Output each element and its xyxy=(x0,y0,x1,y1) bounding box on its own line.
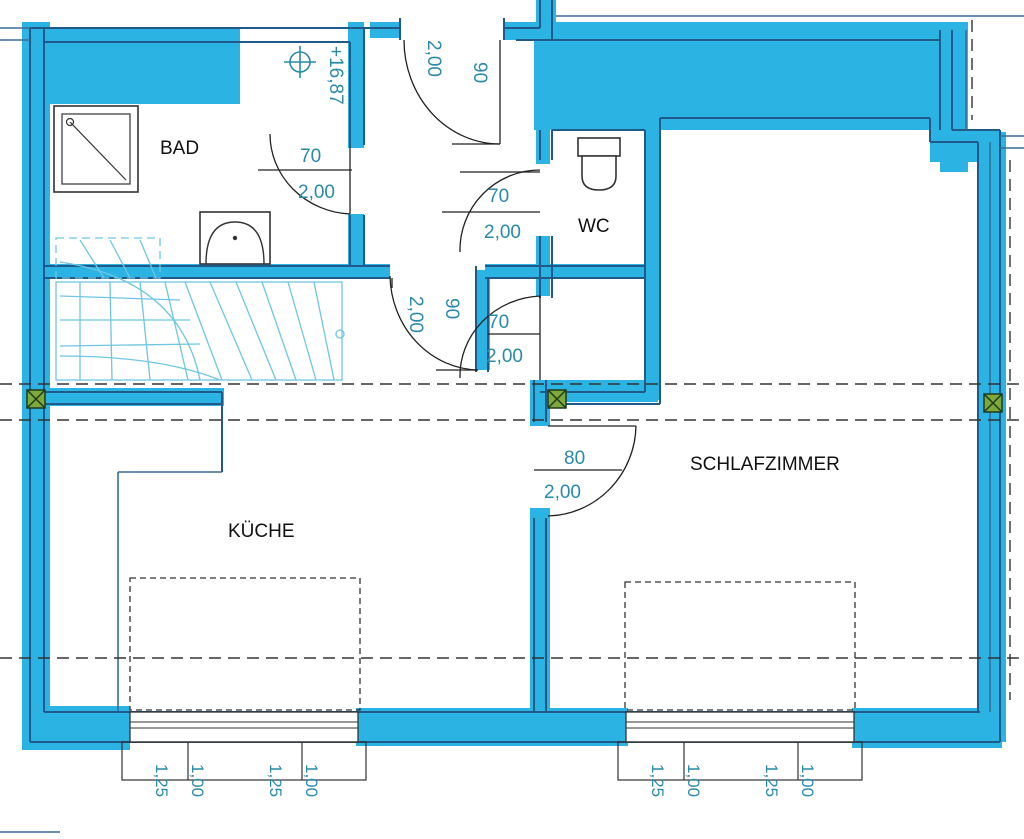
dashed-axis-lines xyxy=(0,20,1024,700)
pillar-markers xyxy=(26,389,1003,413)
wc-door-width-label: 70 xyxy=(488,186,509,207)
schlaf-window-dim-3: 1,25 xyxy=(762,764,781,797)
staircase xyxy=(55,237,345,381)
room-label-wc: WC xyxy=(578,216,610,237)
wc-door-height-label: 2,00 xyxy=(484,222,521,243)
store-door-height-label: 2,00 xyxy=(486,346,523,367)
wall-highlight xyxy=(22,0,1006,750)
stair-door-width-label: 90 xyxy=(441,298,462,319)
room-label-bad: BAD xyxy=(160,138,199,159)
wc-fixture xyxy=(577,137,621,191)
schlaf-window-dim-1: 1,25 xyxy=(648,764,667,797)
entry-door-width-label: 90 xyxy=(469,62,490,83)
schlaf-window-dim-4: 1,00 xyxy=(798,764,817,797)
bad-door-height-label: 2,00 xyxy=(298,182,335,203)
kueche-window-dim-1: 1,25 xyxy=(152,764,171,797)
bedroom-door-height-label: 2,00 xyxy=(544,482,581,503)
bad-height-label: +16,87 xyxy=(325,46,346,105)
room-label-schlafzimmer: SCHLAFZIMMER xyxy=(690,454,840,475)
bedroom-door-width-label: 80 xyxy=(564,448,585,469)
kueche-window-dim-2: 1,00 xyxy=(188,764,207,797)
room-label-kueche: KÜCHE xyxy=(228,521,295,542)
bad-door-width-label: 70 xyxy=(300,146,321,167)
doors xyxy=(258,39,637,517)
stair-door-height-label: 2,00 xyxy=(405,296,426,333)
store-door-width-label: 70 xyxy=(488,312,509,333)
kueche-window-dim-4: 1,00 xyxy=(302,764,321,797)
window-areas xyxy=(121,577,863,781)
bad-fixtures xyxy=(53,46,316,265)
entry-door-height-label: 2,00 xyxy=(423,40,444,77)
kueche-window-dim-3: 1,25 xyxy=(266,764,285,797)
schlaf-window-dim-2: 1,00 xyxy=(684,764,703,797)
